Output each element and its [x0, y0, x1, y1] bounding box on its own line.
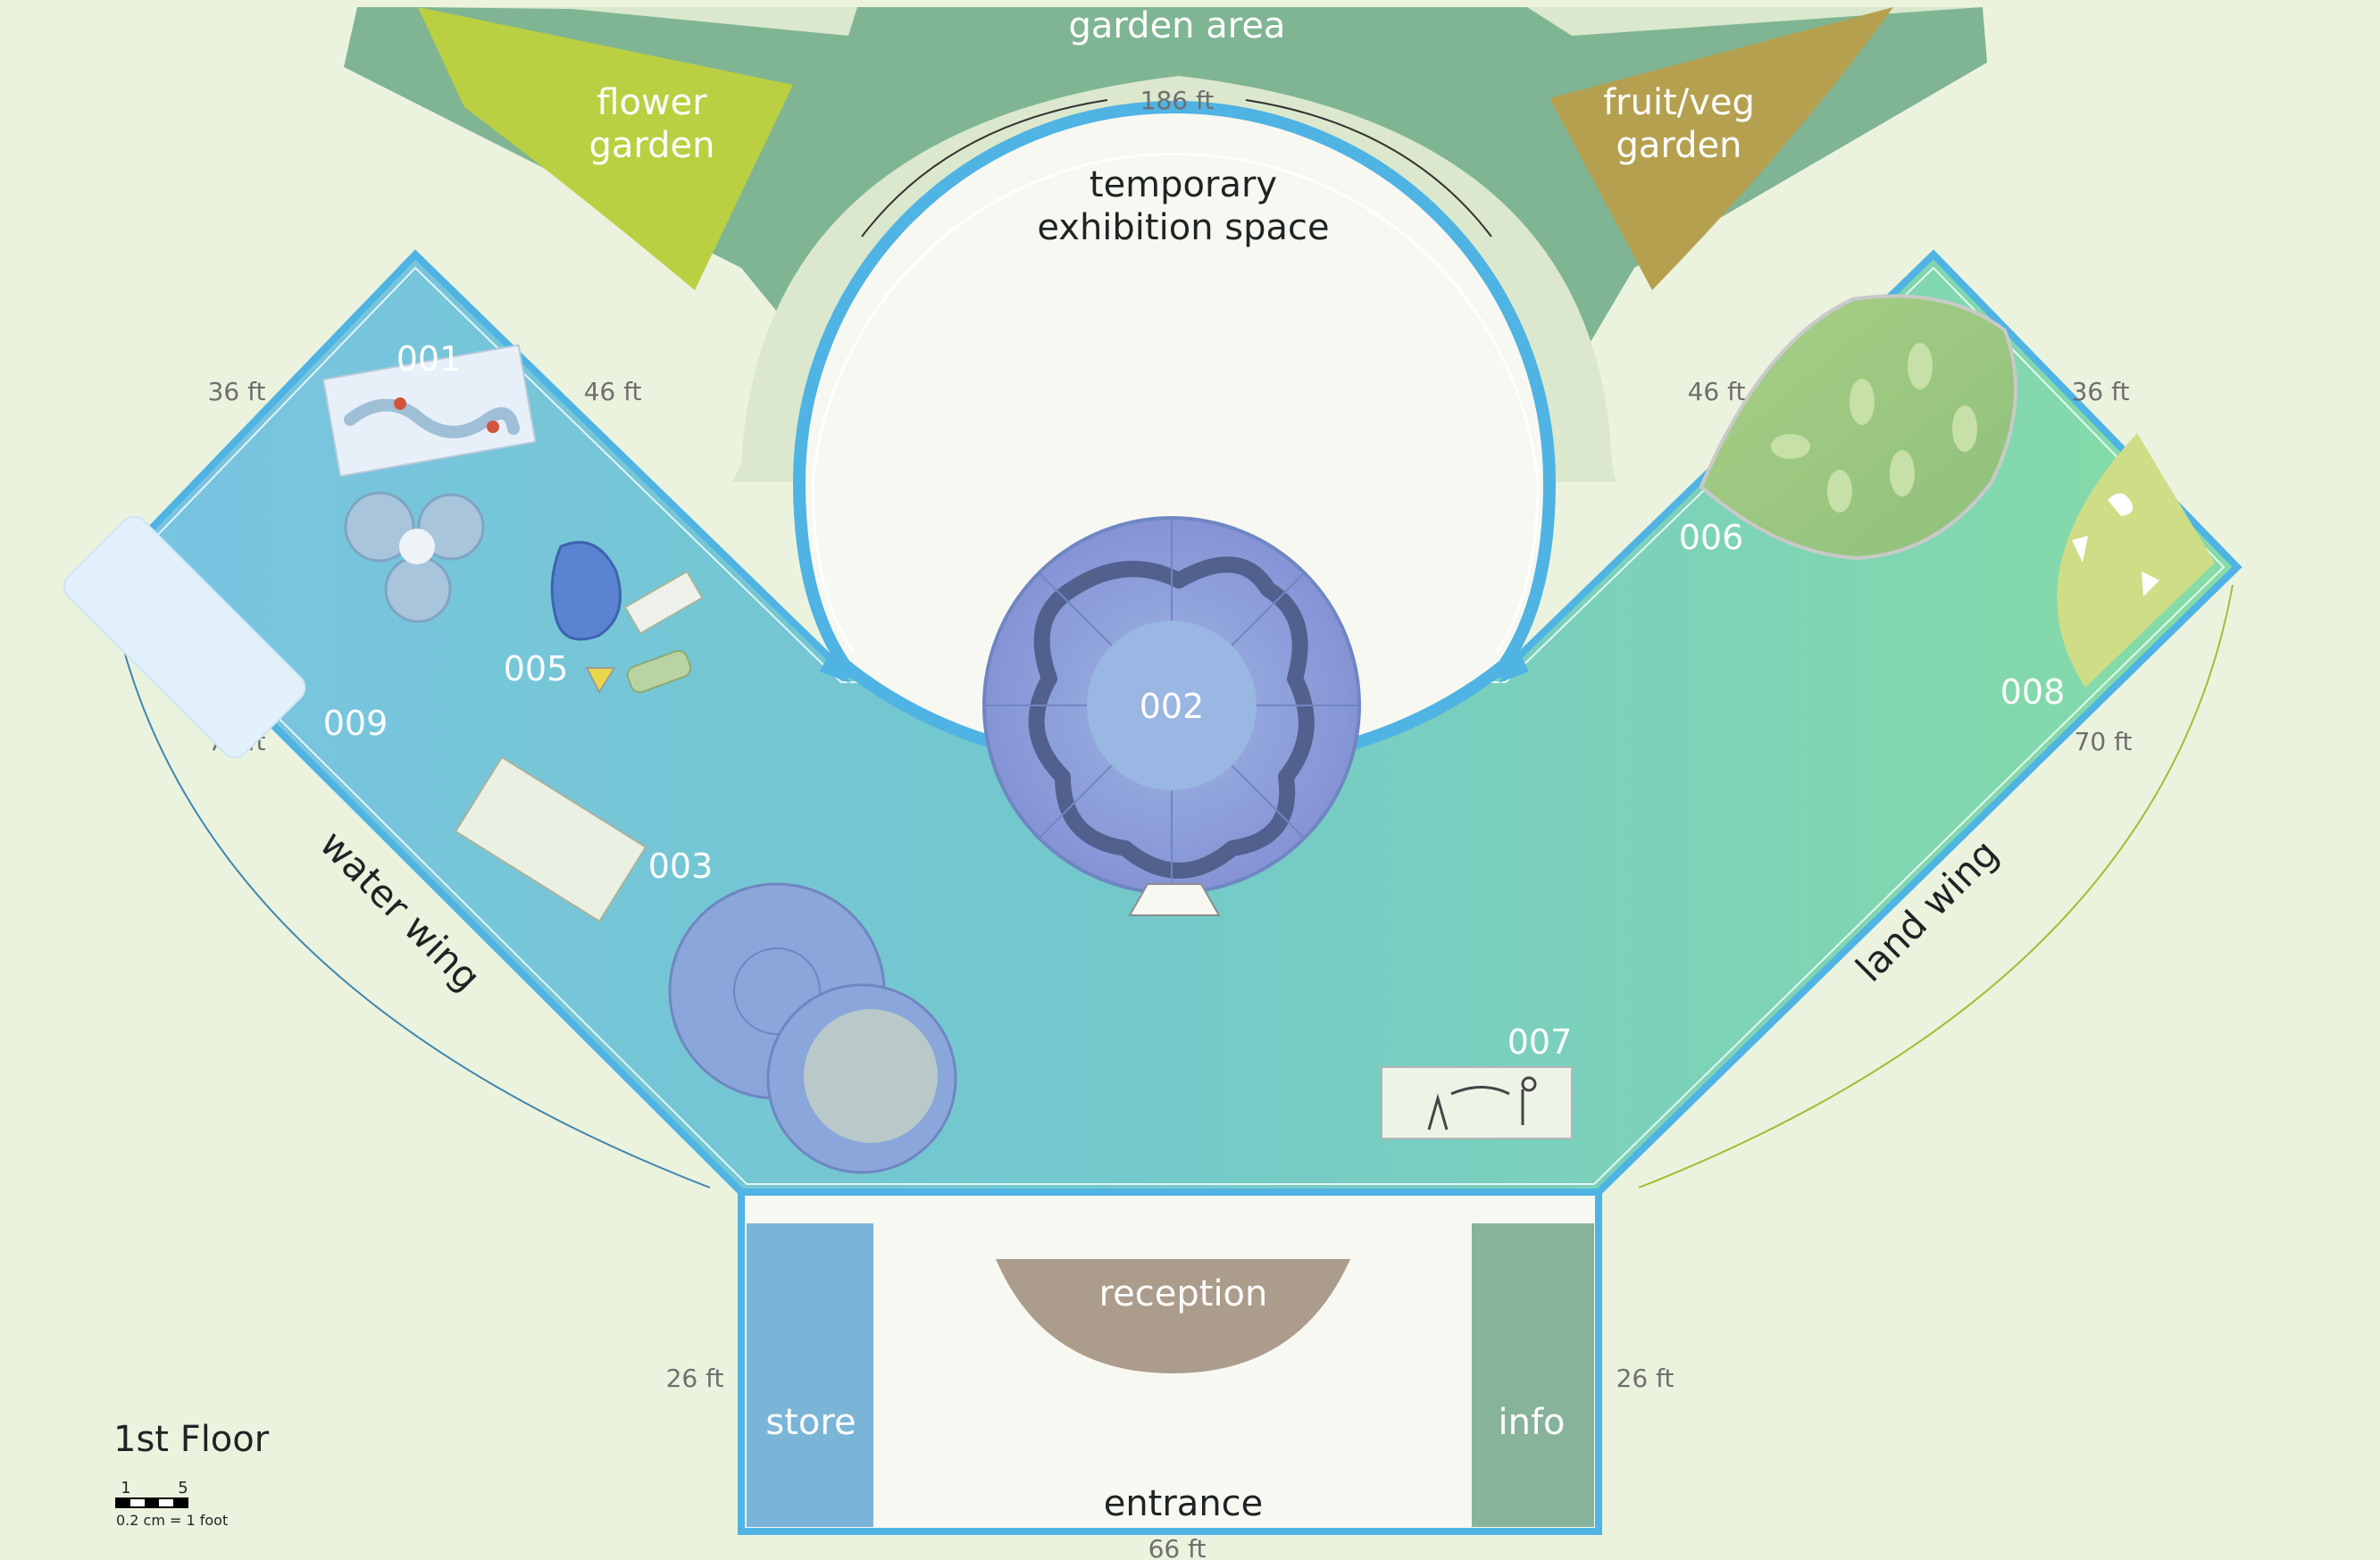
- scale-bar-tick-1: 1: [121, 1479, 130, 1497]
- land-wing-dimension-arc: [1638, 584, 2234, 1189]
- exhibit-005-label: 005: [504, 649, 569, 688]
- temporary-exhibition-label-line1: temporary: [1090, 164, 1277, 205]
- exhibit-006-slot-f: [1827, 470, 1852, 513]
- exhibit-007-drawing: [1427, 1086, 1524, 1130]
- fruit-veg-garden-label-line2: garden: [1616, 125, 1742, 166]
- water-wing-dimension-arc: [108, 584, 711, 1189]
- exhibit-001-track: [344, 398, 520, 438]
- exhibit-005-triangle: [585, 667, 616, 695]
- exhibit-002-center: [1087, 621, 1257, 790]
- arc-dimension-label: 186 ft: [1140, 86, 1215, 115]
- scale-bar-seg-5: [173, 1498, 188, 1507]
- exhibit-007-label: 007: [1507, 1022, 1573, 1062]
- exhibit-003-cabinet: [454, 755, 647, 923]
- exhibit-008-corner-zone: [2057, 433, 2215, 688]
- temporary-exhibition-label-line2: exhibition space: [1037, 207, 1329, 248]
- exhibit-007-drawing-head: [1521, 1076, 1537, 1092]
- exhibit-001-label: 001: [397, 339, 462, 379]
- exhibit-008-label: 008: [2000, 672, 2066, 712]
- exhibit-006-leaf-table: [1699, 294, 2017, 561]
- flower-garden-label-line2: garden: [589, 125, 715, 166]
- arc-dimension-line-right: [1245, 99, 1492, 238]
- scale-bar-tick-5: 5: [178, 1479, 188, 1497]
- exhibit-009-label: 009: [323, 704, 388, 743]
- exhibit-001-table: [322, 344, 537, 478]
- exhibit-008-item-a: [2108, 493, 2134, 516]
- exhibit-008-item-c: [2142, 571, 2159, 596]
- floor-title: 1st Floor: [113, 1419, 270, 1460]
- reception-desk: [996, 1259, 1350, 1373]
- exhibit-001-marker-b: [487, 421, 499, 433]
- dim-land-inner-short: 46 ft: [1688, 377, 1746, 406]
- dim-entrance-left: 26 ft: [666, 1364, 724, 1393]
- dim-water-inner-short: 46 ft: [584, 377, 642, 406]
- exhibit-006-label: 006: [1679, 518, 1744, 557]
- exhibit-006-slot-b: [1850, 379, 1875, 425]
- exhibition-arrow-left: [820, 650, 850, 683]
- exhibit-005-tray: [623, 570, 704, 635]
- scale-bar-note: 0.2 cm = 1 foot: [116, 1512, 228, 1529]
- exhibit-006-slot-a: [1771, 434, 1810, 459]
- fruit-veg-garden-label-line1: fruit/veg: [1603, 82, 1755, 123]
- exhibit-007-panel: [1381, 1066, 1573, 1139]
- fruit-veg-garden: [1549, 7, 1893, 290]
- exhibit-002-path: [1028, 556, 1315, 879]
- exhibit-002-entrance-feet: [1128, 883, 1221, 916]
- garden-area-label: garden area: [1069, 5, 1286, 46]
- dim-entrance-bottom: 66 ft: [1148, 1534, 1207, 1560]
- exhibit-002-label: 002: [1140, 687, 1205, 726]
- exhibit-001-stool-b: [417, 493, 485, 561]
- dim-entrance-right: 26 ft: [1616, 1364, 1674, 1393]
- exhibit-003-round-table-large-inner: [733, 947, 821, 1035]
- exhibit-006-slot-c: [1908, 343, 1933, 389]
- exhibit-001-stool-a: [344, 491, 415, 563]
- exhibit-009-panel: [63, 515, 306, 759]
- exhibit-005-blob: [550, 540, 622, 641]
- dim-water-outer-short: 36 ft: [208, 377, 266, 406]
- exhibit-006-slot-e: [1890, 450, 1915, 496]
- scale-bar-seg-1: [116, 1498, 130, 1507]
- store-label: store: [765, 1402, 856, 1443]
- info-area: [1472, 1223, 1594, 1527]
- garden-light-wedge-left: [420, 7, 857, 36]
- exhibition-arrow-right: [1499, 650, 1529, 683]
- exhibit-001-stool-center: [399, 529, 435, 564]
- exhibit-003-label: 003: [648, 847, 714, 886]
- arc-dimension-line: [861, 99, 1108, 238]
- reception-label: reception: [1099, 1273, 1268, 1314]
- exhibit-006-slot-d: [1952, 405, 1977, 452]
- flower-garden-label-line1: flower: [597, 82, 707, 123]
- exhibit-003-round-table-small-inner: [804, 1009, 938, 1143]
- dim-land-outer-short: 36 ft: [2072, 377, 2130, 406]
- entrance-label: entrance: [1104, 1483, 1264, 1524]
- exhibit-001-stool-c: [384, 555, 452, 623]
- temporary-exhibition-inner-ring: [811, 152, 1540, 653]
- exhibit-005-bar: [626, 649, 692, 694]
- store-area: [747, 1223, 873, 1527]
- exhibit-008-item-b: [2072, 536, 2088, 563]
- info-label: info: [1498, 1402, 1565, 1443]
- flower-garden: [418, 7, 793, 290]
- scale-bar-seg-3: [145, 1498, 159, 1507]
- dim-land-long: 70 ft: [2075, 727, 2133, 756]
- exhibit-001-marker-a: [394, 397, 406, 410]
